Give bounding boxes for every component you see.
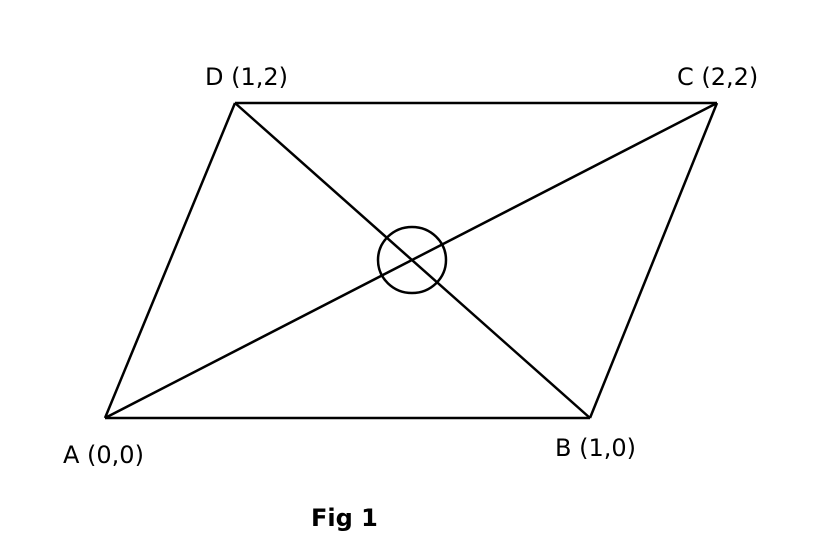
vertex-label-c: C (2,2) [677,63,758,91]
vertex-label-a: A (0,0) [63,441,144,469]
angle-mark-circle [376,225,448,295]
vertex-label-d: D (1,2) [205,63,288,91]
figure-caption: Fig 1 [311,504,378,532]
vertex-label-b: B (1,0) [555,434,636,462]
edge-bc [588,102,719,419]
edge-da [103,102,237,419]
diagonal-bd [234,102,591,419]
